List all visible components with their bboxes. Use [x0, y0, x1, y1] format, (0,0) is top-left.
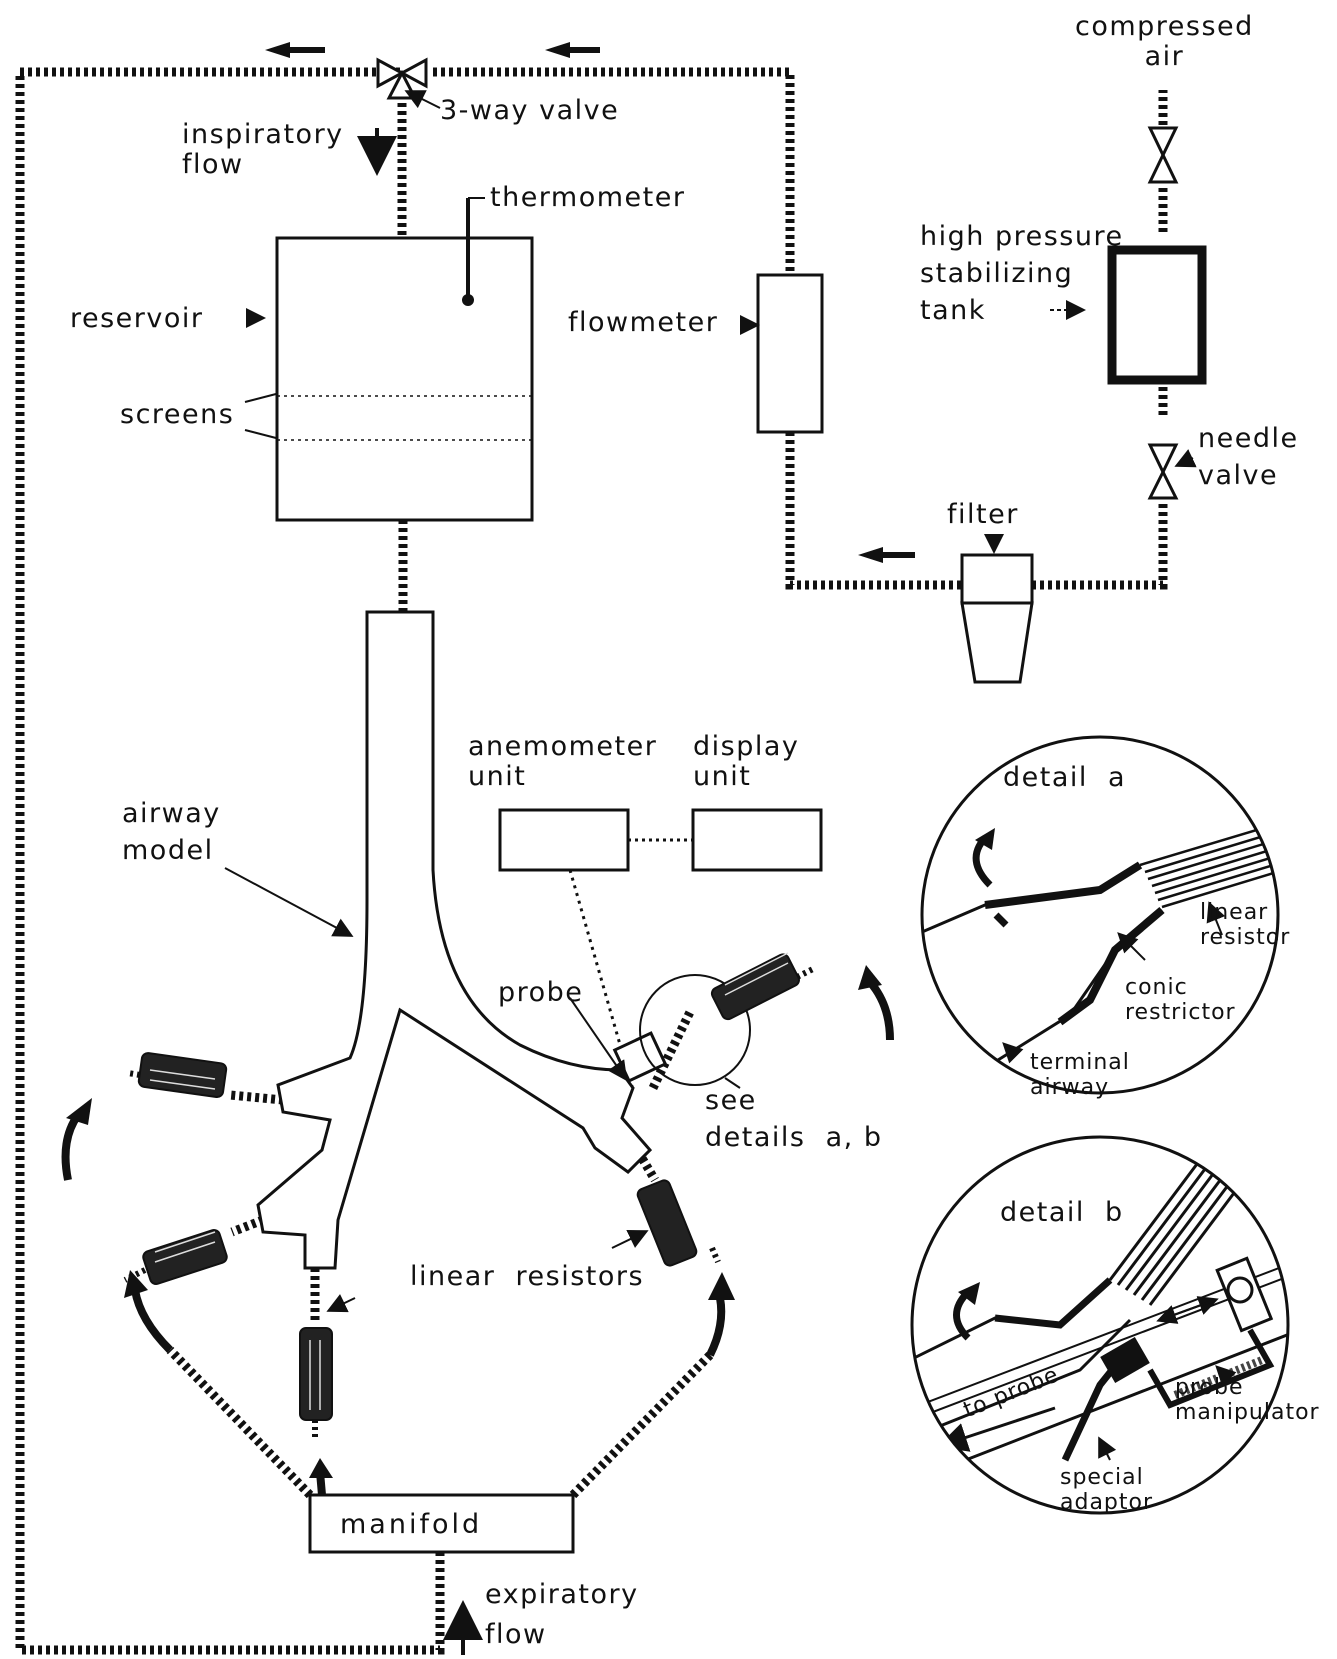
filter-label: filter [947, 499, 1019, 530]
screens-label: screens [120, 399, 235, 430]
flowmeter-box [756, 273, 824, 434]
thermometer-bulb [462, 294, 474, 306]
airway-model-label: airway model [122, 798, 221, 866]
right-upper-branch-tube [648, 1010, 695, 1090]
display-unit-box [691, 808, 823, 872]
reservoir-label: reservoir [70, 303, 204, 334]
shutoff-valve-symbol [1147, 126, 1179, 184]
inspiratory-flow-label: inspiratory flow [182, 119, 344, 180]
manifold-label: manifold [340, 1509, 483, 1540]
linear-resistor-cylinders [137, 953, 800, 1421]
detail-a-conic-restrictor-label: conic restrictor [1125, 975, 1236, 1025]
flowmeter-label: flowmeter [568, 307, 719, 338]
compressed-air-label: compressed air [1075, 11, 1254, 72]
see-details-label: see details a, b [705, 1085, 883, 1153]
three-way-valve-symbol [376, 57, 428, 100]
resistor-left-lower [142, 1229, 228, 1285]
thermometer-label: thermometer [490, 182, 686, 213]
anemometer-unit-box [498, 808, 630, 872]
left-lower-branch-tube [230, 1215, 265, 1237]
three-way-valve-label: 3-way valve [440, 95, 620, 126]
linear-resistors-label: linear resistors [410, 1261, 645, 1292]
detail-a-linear-resistor-label: linear resistor [1200, 900, 1291, 950]
detail-callout-circle [639, 974, 751, 1086]
display-unit-label: display unit [693, 731, 800, 792]
resistor-right-lower [636, 1179, 698, 1267]
detail-a-terminal-airway-label: terminal airway [1030, 1050, 1130, 1100]
probe-label: probe [498, 977, 584, 1008]
stabilizing-tank-box [1107, 245, 1207, 385]
detail-a-title: detail a [1003, 762, 1127, 793]
airway-model-outline [256, 610, 653, 1270]
manifold-box [308, 1493, 575, 1554]
high-pressure-tank-label: high pressure stabilizing tank [920, 221, 1124, 326]
manifold-right-tube [569, 1351, 714, 1499]
resistor-bottom [299, 1327, 333, 1421]
reservoir-box [275, 236, 534, 522]
needle-valve-symbol [1147, 443, 1179, 500]
manifold-left-tube [166, 1346, 314, 1499]
detail-b-drawing [912, 1159, 1288, 1472]
probe-cable [568, 869, 635, 1091]
detail-b-probe-manipulator-label: probe manipulator [1175, 1375, 1320, 1425]
detail-a-circle [920, 735, 1280, 1095]
detail-b-title: detail b [1000, 1197, 1124, 1228]
anemometer-unit-label: anemometer unit [468, 731, 658, 792]
detail-b-circle [910, 1135, 1290, 1515]
left-upper-branch-tube [229, 1090, 284, 1105]
resistor-stub-tubes [123, 965, 817, 1440]
filter-symbol [960, 553, 1034, 684]
filter-to-needle-tube [1032, 500, 1168, 590]
detail-b-special-adaptor-label: special adaptor [1060, 1465, 1154, 1515]
needle-valve-label: needle valve [1198, 423, 1299, 491]
flow-direction-arrows [265, 42, 915, 563]
flowmeter-to-filter-tube [785, 432, 962, 590]
resistor-right-upper [710, 953, 800, 1021]
detail-a-drawing [922, 818, 1278, 1067]
expiratory-flow-label: expiratory flow [485, 1579, 639, 1650]
return-tube [15, 67, 445, 1655]
